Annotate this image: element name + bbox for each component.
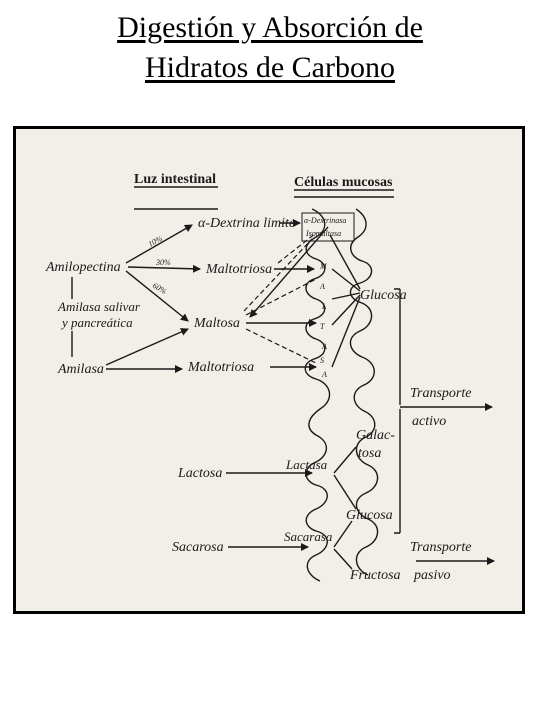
node-glucosa-1: Glucosa xyxy=(360,288,407,303)
node-amilasa: Amilasa xyxy=(57,362,104,377)
node-maltotriosa-2: Maltotriosa xyxy=(187,360,254,375)
membrane-letter-2: A xyxy=(319,282,325,291)
node-maltosa: Maltosa xyxy=(193,316,240,331)
node-galactosa-2: tosa xyxy=(358,446,381,461)
node-glucosa-2: Glucosa xyxy=(346,508,393,523)
node-lactosa: Lactosa xyxy=(177,466,222,481)
node-fructosa: Fructosa xyxy=(349,568,401,583)
node-sacarasa: Sacarasa xyxy=(284,529,333,544)
membrane-letter-5: A xyxy=(321,342,327,351)
membrane-letter-4: T xyxy=(320,322,325,331)
lactasa-to-glucosa xyxy=(333,474,357,510)
header-lumen: Luz intestinal xyxy=(134,172,216,187)
node-lactasa: Lactasa xyxy=(285,457,328,472)
membrane-letter-6: S xyxy=(320,356,324,365)
node-galactosa-1: Galac- xyxy=(356,428,395,443)
node-dextrina: α-Dextrina limite xyxy=(198,216,295,231)
node-transporte-pasivo-2: pasivo xyxy=(413,568,451,583)
arrow-to-maltotriosa-1 xyxy=(127,264,201,273)
paper-background xyxy=(16,129,522,611)
fan-line-1 xyxy=(329,234,361,290)
fan-line-2 xyxy=(331,268,361,292)
digestion-diagram: Luz intestinal Células mucosas M A L T A… xyxy=(13,126,525,614)
brush-border-membrane xyxy=(304,208,331,582)
lactasa-to-galactosa xyxy=(333,446,357,474)
enzyme-dextrinasa: α-Dextrinasa xyxy=(304,216,346,225)
node-transporte-activo-1: Transporte xyxy=(410,386,471,401)
dashed-link-4 xyxy=(277,232,317,264)
dashed-link-2 xyxy=(245,278,317,316)
node-amilasa-salivar-1: Amilasa salivar xyxy=(57,299,141,314)
fan-line-5 xyxy=(331,296,361,368)
membrane-letter-1: M xyxy=(319,262,328,271)
scan-background xyxy=(16,129,522,611)
header-mucosa: Células mucosas xyxy=(294,175,393,190)
arrow-back-to-maltosa xyxy=(249,226,329,318)
dashed-link-3 xyxy=(245,328,317,364)
node-amilopectina: Amilopectina xyxy=(45,260,121,275)
arrow-to-maltosa-b xyxy=(105,328,189,366)
membrane-letter-7: A xyxy=(321,370,327,379)
brush-border-inner xyxy=(349,208,379,576)
page-title: Digestión y Absorción de Hidratos de Car… xyxy=(0,8,540,88)
node-sacarosa: Sacarosa xyxy=(172,540,224,555)
title-line-1: Digestión y Absorción de xyxy=(117,11,423,44)
sacarasa-to-fructosa xyxy=(333,548,353,570)
pct-30: 30% xyxy=(155,258,171,267)
brace-activo-ticks xyxy=(394,288,408,534)
sacarasa-to-glucosa xyxy=(333,520,353,548)
dashed-link-1 xyxy=(243,238,313,312)
diagram-svg: Luz intestinal Células mucosas M A L T A… xyxy=(16,129,522,611)
node-amilasa-salivar-2: y pancreática xyxy=(60,315,133,330)
fan-line-4 xyxy=(331,294,361,326)
node-maltotriosa-1: Maltotriosa xyxy=(205,262,272,277)
dextrinase-box xyxy=(301,212,355,242)
fan-line-3 xyxy=(331,292,361,300)
arrow-to-dextrina xyxy=(125,224,193,264)
node-transporte-activo-2: activo xyxy=(412,414,446,429)
arrow-to-maltosa-a xyxy=(125,270,189,322)
title-line-2: Hidratos de Carbono xyxy=(145,51,395,84)
membrane-letter-3: L xyxy=(321,302,327,311)
node-transporte-pasivo-1: Transporte xyxy=(410,540,471,555)
